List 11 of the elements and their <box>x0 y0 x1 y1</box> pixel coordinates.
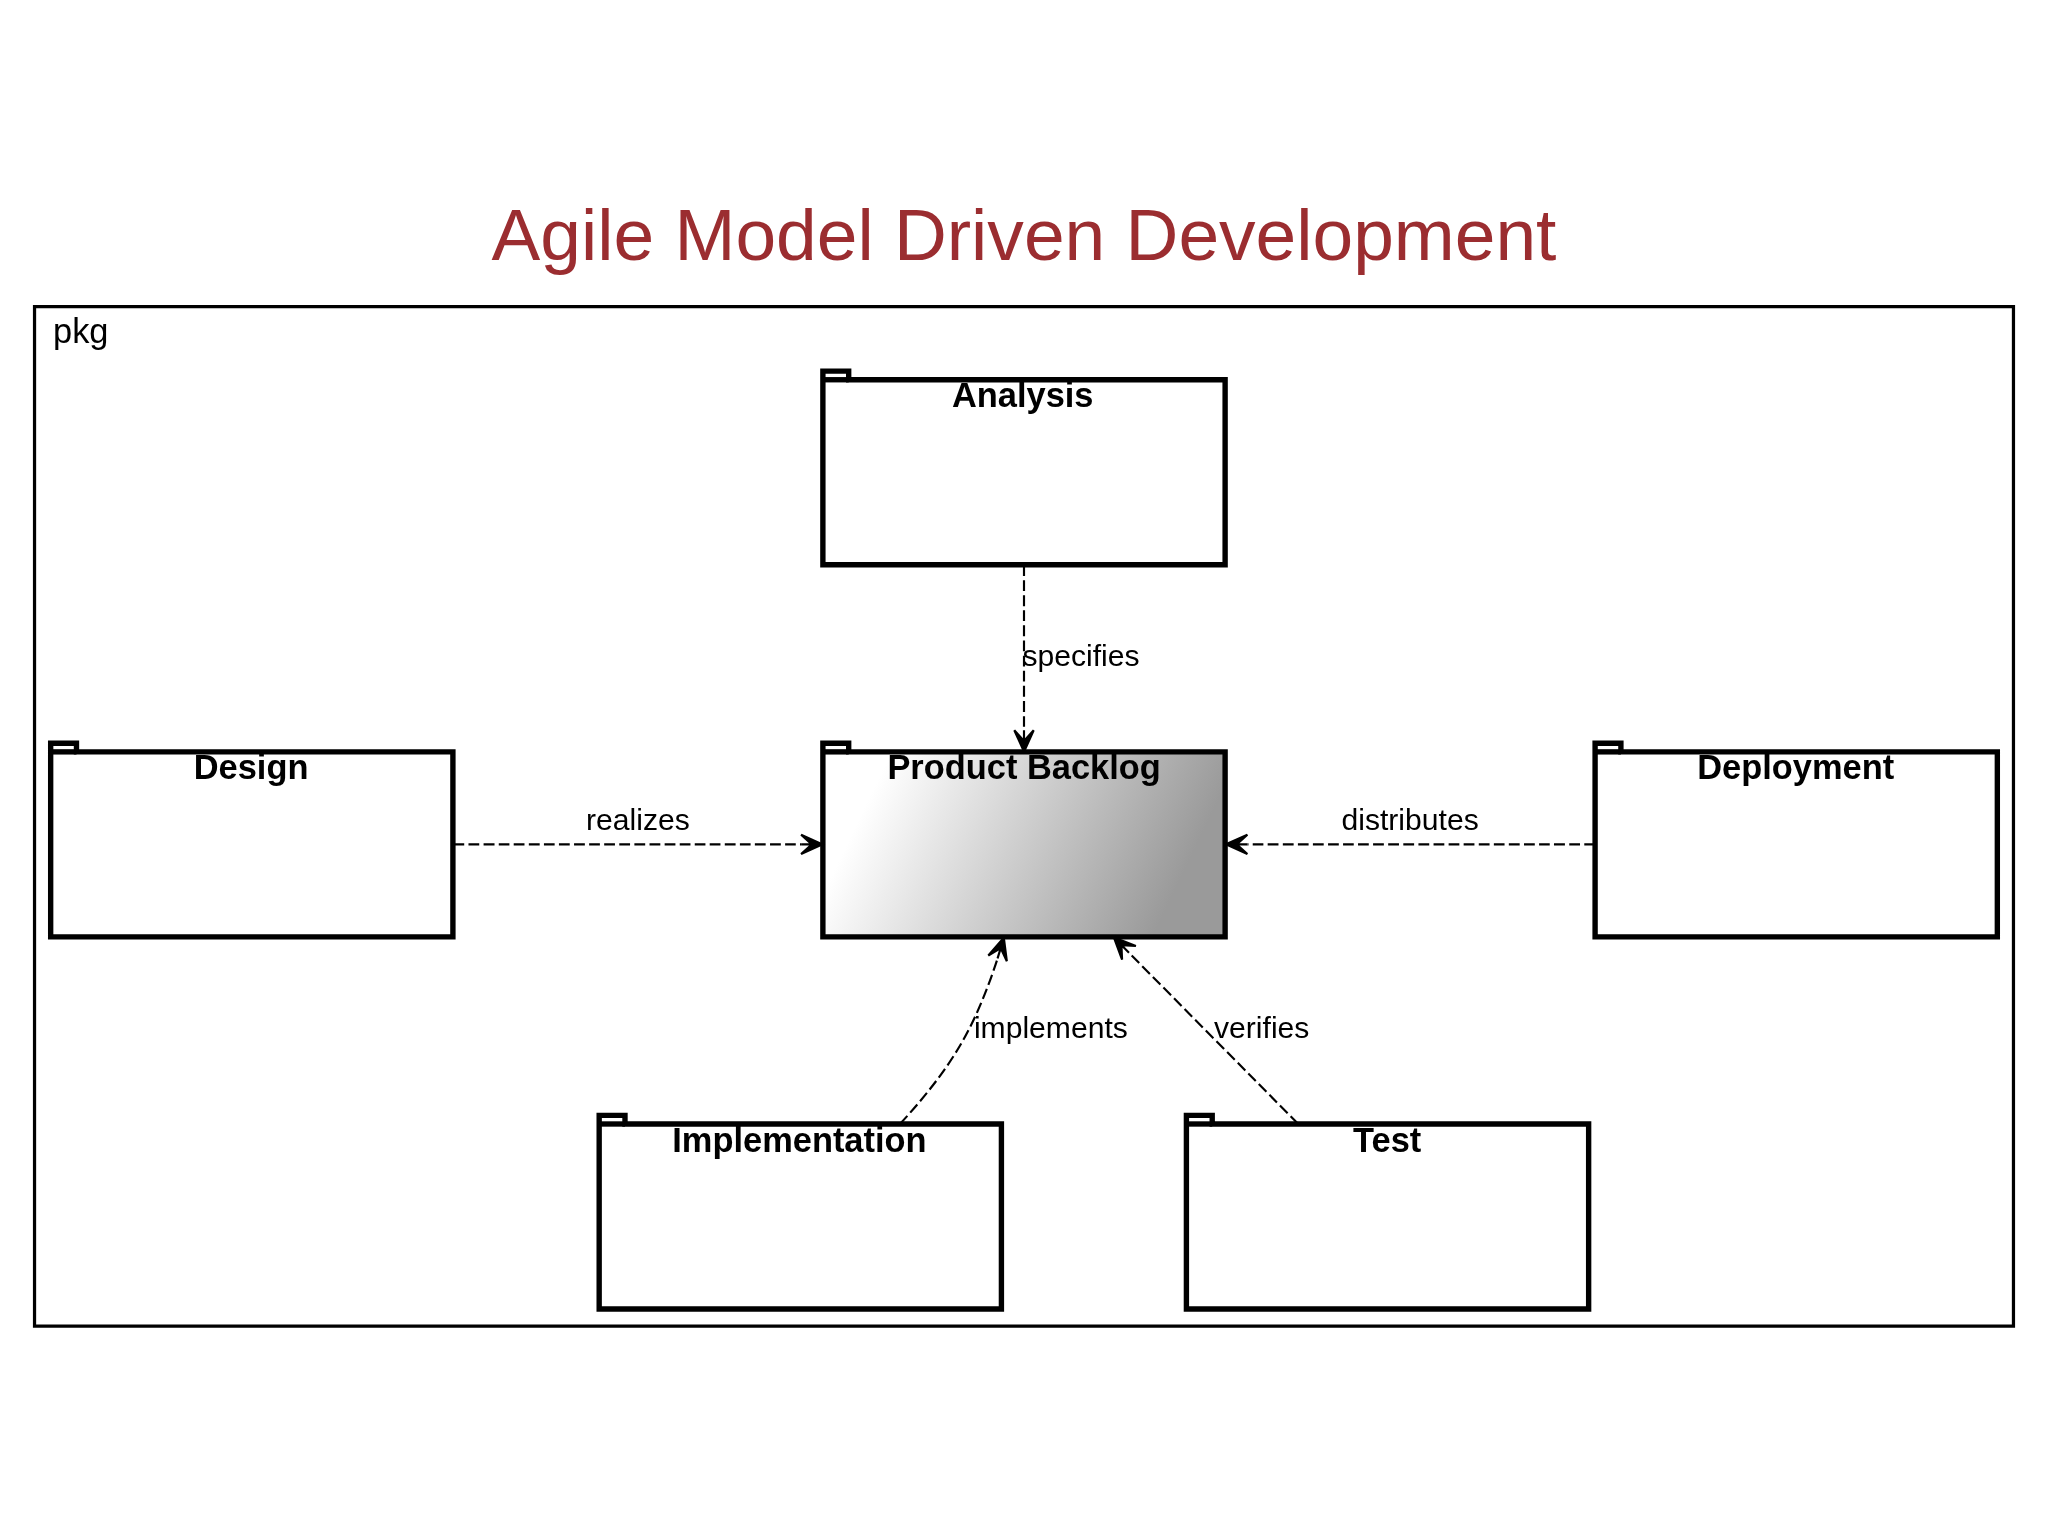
arrow <box>899 936 1008 1125</box>
edge-label: realizes <box>586 802 690 836</box>
edge-label: implements <box>973 1011 1128 1045</box>
arrow <box>1112 936 1299 1125</box>
arrow <box>453 833 824 856</box>
edge-label: specifies <box>1022 639 1140 673</box>
arrow <box>1013 565 1035 753</box>
edge-label: verifies <box>1214 1011 1310 1045</box>
edge-label: distributes <box>1341 802 1479 836</box>
diagram-title: Agile Model Driven Development <box>491 193 1557 275</box>
arrow <box>1224 833 1595 856</box>
